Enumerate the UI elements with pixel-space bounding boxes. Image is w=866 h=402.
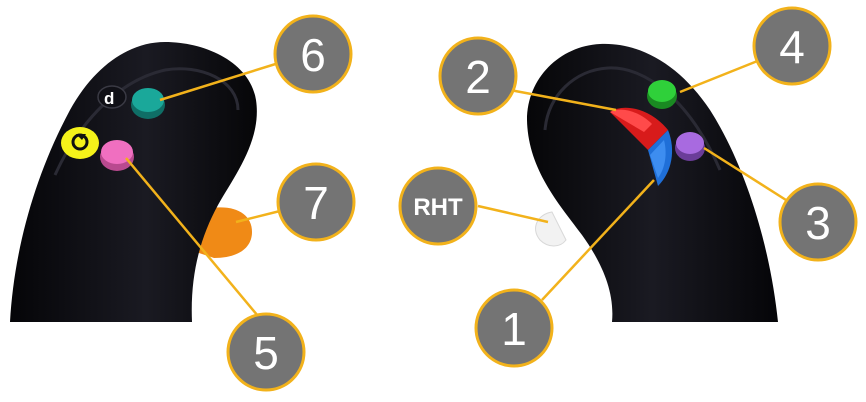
callout-7-label: 7 — [303, 177, 329, 229]
left-teal-button[interactable] — [131, 88, 165, 119]
callout-2: 2 — [438, 36, 518, 116]
callout-5: 5 — [226, 312, 306, 392]
leader-1 — [541, 179, 655, 301]
callout-3: 3 — [778, 182, 858, 262]
left-grip: d — [10, 42, 257, 322]
left-grip-body — [10, 42, 257, 322]
callout-2-label: 2 — [465, 51, 491, 103]
right-green-button[interactable] — [647, 80, 677, 109]
leader-4 — [679, 58, 761, 94]
leader-rht — [477, 204, 549, 224]
left-pink-button[interactable] — [100, 140, 134, 171]
left-menu-button[interactable]: d — [97, 85, 127, 109]
callout-4: 4 — [752, 6, 832, 86]
callout-1: 1 — [474, 288, 554, 368]
left-icon-badge[interactable] — [61, 127, 99, 159]
leader-3 — [703, 146, 787, 202]
callout-5-label: 5 — [253, 327, 279, 379]
callout-6: 6 — [273, 14, 353, 94]
callout-7: 7 — [276, 162, 356, 242]
callout-6-label: 6 — [300, 29, 326, 81]
left-menu-glyph-icon: d — [104, 89, 114, 108]
callout-rht: RHT — [398, 166, 478, 246]
callout-4-label: 4 — [779, 21, 805, 73]
leader-2 — [509, 88, 617, 112]
callout-1-label: 1 — [501, 303, 527, 355]
right-scroll-wheel[interactable] — [610, 107, 673, 186]
right-purple-button[interactable] — [675, 132, 705, 161]
callout-3-label: 3 — [805, 197, 831, 249]
callout-rht-label: RHT — [413, 194, 463, 221]
right-trigger-button[interactable] — [535, 211, 567, 247]
leader-6 — [159, 60, 283, 102]
leader-7 — [235, 208, 285, 224]
leader-5 — [125, 157, 259, 317]
leader-lines — [125, 58, 787, 317]
